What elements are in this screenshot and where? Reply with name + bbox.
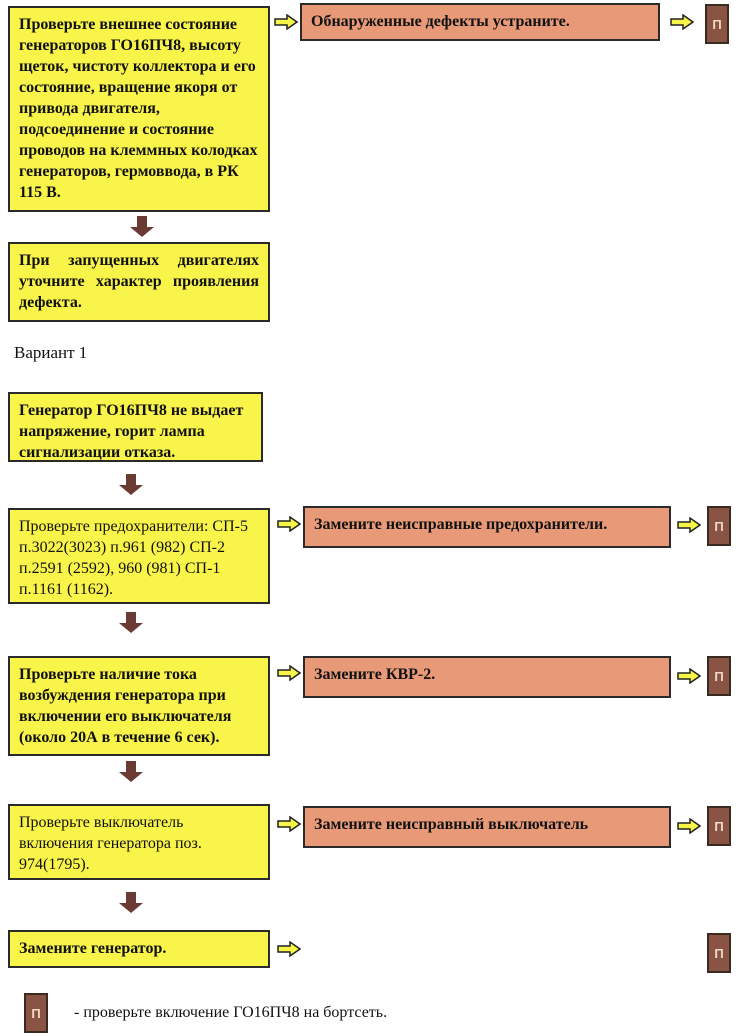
down-arrow-icon [119, 612, 143, 633]
p-marker-icon: П [707, 656, 731, 696]
right-arrow-icon [277, 941, 301, 957]
down-arrow-icon [119, 761, 143, 782]
legend-text: - проверьте включение ГО16ПЧ8 на бортсет… [74, 1004, 388, 1021]
step-running-engines: При запущенных двигателях уточните харак… [8, 242, 270, 322]
right-arrow-icon [677, 818, 701, 834]
step-inspect-generators: Проверьте внешнее состояние генераторов … [8, 6, 270, 212]
action-replace-kvr2: Замените КВР-2. [303, 656, 671, 698]
down-arrow-icon [119, 474, 143, 495]
step-check-fuses: Проверьте предохранители: СП-5 п.3022(30… [8, 508, 270, 604]
right-arrow-icon [677, 517, 701, 533]
right-arrow-icon [277, 816, 301, 832]
down-arrow-icon [119, 892, 143, 913]
symptom-no-voltage: Генератор ГО16ПЧ8 не выдает напряжение, … [8, 392, 263, 462]
p-marker-icon: П [707, 506, 731, 546]
action-replace-switch: Замените неисправный выключатель [303, 806, 671, 848]
right-arrow-icon [277, 516, 301, 532]
step-check-excitation-current: Проверьте наличие тока возбуждения генер… [8, 656, 270, 756]
step-replace-generator: Замените генератор. [8, 930, 270, 968]
p-marker-icon: П [707, 933, 731, 973]
right-arrow-icon [274, 14, 298, 30]
legend-p-marker-icon: П [24, 993, 48, 1033]
down-arrow-icon [130, 216, 154, 237]
action-fix-defects: Обнаруженные дефекты устраните. [300, 3, 660, 41]
right-arrow-icon [670, 14, 694, 30]
action-replace-fuses: Замените неисправные предохранители. [303, 506, 671, 548]
step-check-switch: Проверьте выключатель включения генерато… [8, 804, 270, 880]
p-marker-icon: П [707, 806, 731, 846]
p-marker-icon: П [705, 4, 729, 44]
right-arrow-icon [277, 665, 301, 681]
variant-label: Вариант 1 [14, 343, 88, 362]
right-arrow-icon [677, 668, 701, 684]
